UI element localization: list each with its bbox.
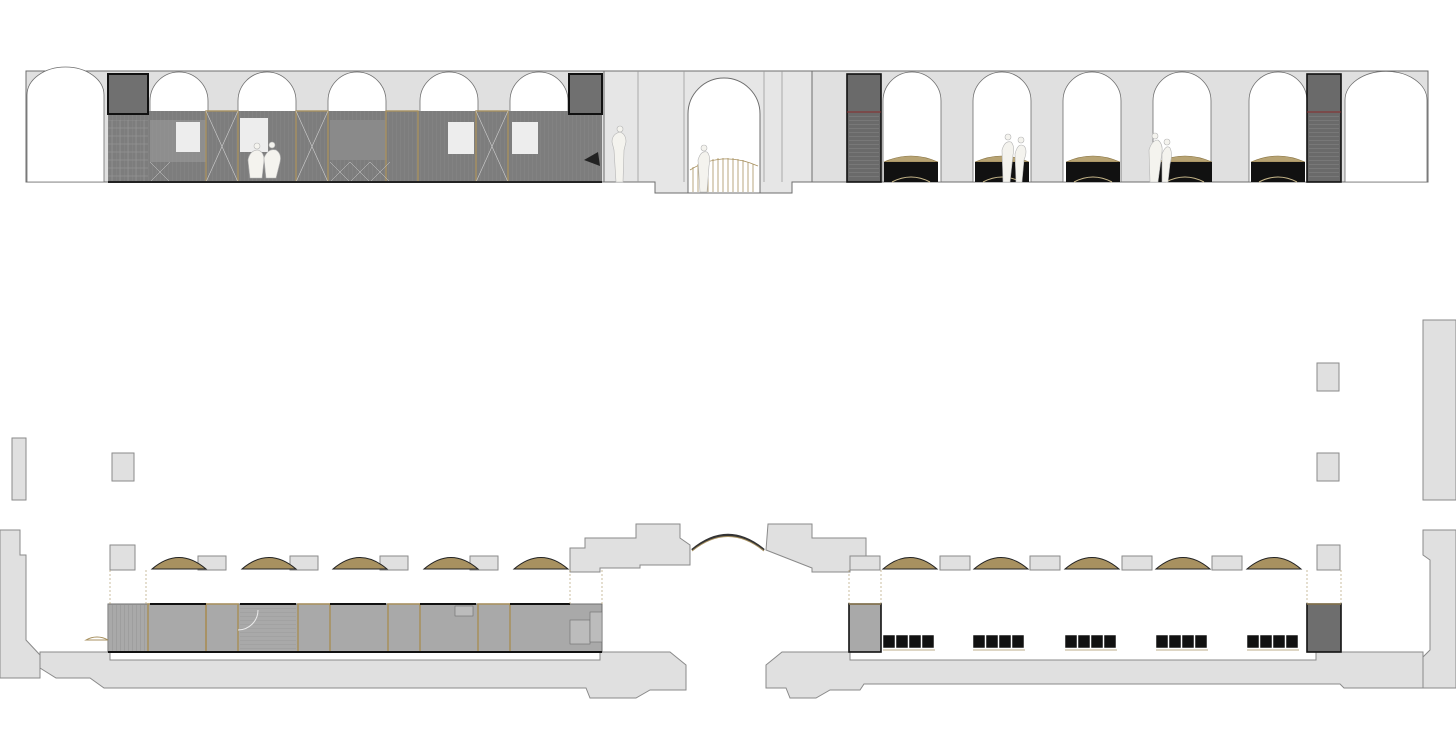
building-fragment: [0, 529, 41, 679]
seat-curve: [1073, 176, 1113, 183]
left-wing-piers: [197, 555, 499, 571]
figure: [1014, 144, 1027, 183]
service-box-plan: [1306, 603, 1342, 653]
pier: [849, 555, 881, 571]
elevation-view: [25, 66, 1429, 194]
seat: [882, 634, 896, 649]
seat: [895, 634, 909, 649]
seat: [1259, 634, 1273, 649]
seating-block: [1158, 162, 1212, 182]
right-service-tower: [846, 73, 882, 183]
left-pavilion-plan: [84, 603, 603, 653]
seat: [1168, 634, 1182, 649]
central-gold-arch: [691, 533, 765, 551]
seat: [1285, 634, 1299, 649]
plan-gold-domes: [150, 557, 1303, 570]
arch-opening: [419, 71, 479, 113]
pier: [1211, 555, 1243, 571]
seating-block: [884, 162, 938, 182]
seat-curve: [891, 176, 931, 183]
seat: [985, 634, 999, 649]
left-wing-front-wall: [39, 651, 687, 699]
gold-dome: [1245, 557, 1303, 570]
gold-dome: [331, 557, 389, 570]
seat: [1181, 634, 1195, 649]
figure: [1001, 141, 1014, 183]
service-box: [107, 73, 149, 115]
gold-dome: [883, 155, 939, 163]
gold-dome: [881, 557, 939, 570]
pier: [1121, 555, 1153, 571]
gate-block-left: [569, 523, 691, 573]
figure: [247, 149, 265, 179]
gold-dome: [1154, 557, 1212, 570]
seat: [1155, 634, 1169, 649]
arch-opening: [26, 66, 105, 183]
gold-dome: [1250, 155, 1306, 163]
figure: [697, 151, 710, 193]
seating-block: [1251, 162, 1305, 182]
figure: [263, 149, 281, 179]
pier: [1029, 555, 1061, 571]
left-exhibition-pavilion: [108, 110, 602, 183]
plan-view: [0, 319, 1456, 699]
arch-opening: [327, 71, 387, 113]
pier: [379, 555, 409, 571]
seat: [1194, 634, 1208, 649]
arch-opening: [237, 71, 297, 113]
seat-curve: [1258, 176, 1298, 183]
seat: [1090, 634, 1104, 649]
gold-dome: [422, 557, 480, 570]
arch-opening: [882, 71, 942, 183]
seating-block: [1066, 162, 1120, 182]
gold-dome: [1063, 557, 1121, 570]
seat: [972, 634, 986, 649]
seat: [1103, 634, 1117, 649]
seat: [1064, 634, 1078, 649]
column: [1316, 452, 1340, 482]
service-box-plan: [848, 603, 882, 653]
gold-dome: [240, 557, 298, 570]
figure: [1161, 146, 1172, 183]
plan-seating-rows: [882, 634, 1299, 651]
arch-opening: [149, 71, 209, 113]
building-fragment: [1419, 529, 1456, 689]
seat: [1077, 634, 1091, 649]
figure: [1148, 139, 1163, 183]
gold-dome: [1065, 155, 1121, 163]
left-wing-arches: [149, 71, 569, 113]
building-fragment: [1422, 319, 1456, 501]
right-wing-back-wall: [1316, 544, 1341, 571]
seat: [908, 634, 922, 649]
gold-dome: [512, 557, 570, 570]
left-wing-back-wall: [109, 544, 136, 571]
gold-dome: [150, 557, 208, 570]
building-fragment: [11, 437, 27, 501]
service-box: [568, 73, 603, 115]
seat: [921, 634, 935, 649]
arch-opening: [1344, 70, 1428, 183]
seat: [1246, 634, 1260, 649]
right-wing-piers: [849, 555, 1243, 571]
seat-curve: [1165, 176, 1205, 183]
right-wing-front-wall: [765, 651, 1424, 699]
human-figures: [247, 125, 1172, 193]
elevation-seating-pods: [883, 155, 1306, 183]
arch-opening: [1062, 71, 1122, 183]
gold-dome: [972, 557, 1030, 570]
pier: [939, 555, 971, 571]
right-service-tower: [1306, 73, 1342, 183]
seat: [1272, 634, 1286, 649]
pier: [289, 555, 319, 571]
arch-opening: [509, 71, 569, 113]
column: [111, 452, 135, 482]
column: [1316, 362, 1340, 392]
seat: [1011, 634, 1025, 649]
seat: [998, 634, 1012, 649]
